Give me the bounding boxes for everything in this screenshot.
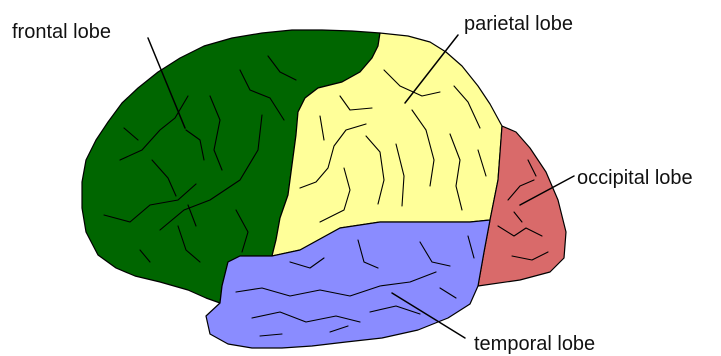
frontal-lobe-label: frontal lobe [12, 21, 111, 43]
temporal-lobe-label: temporal lobe [474, 333, 595, 355]
parietal-lobe-label: parietal lobe [464, 13, 573, 35]
occipital-lobe-label: occipital lobe [577, 167, 693, 189]
